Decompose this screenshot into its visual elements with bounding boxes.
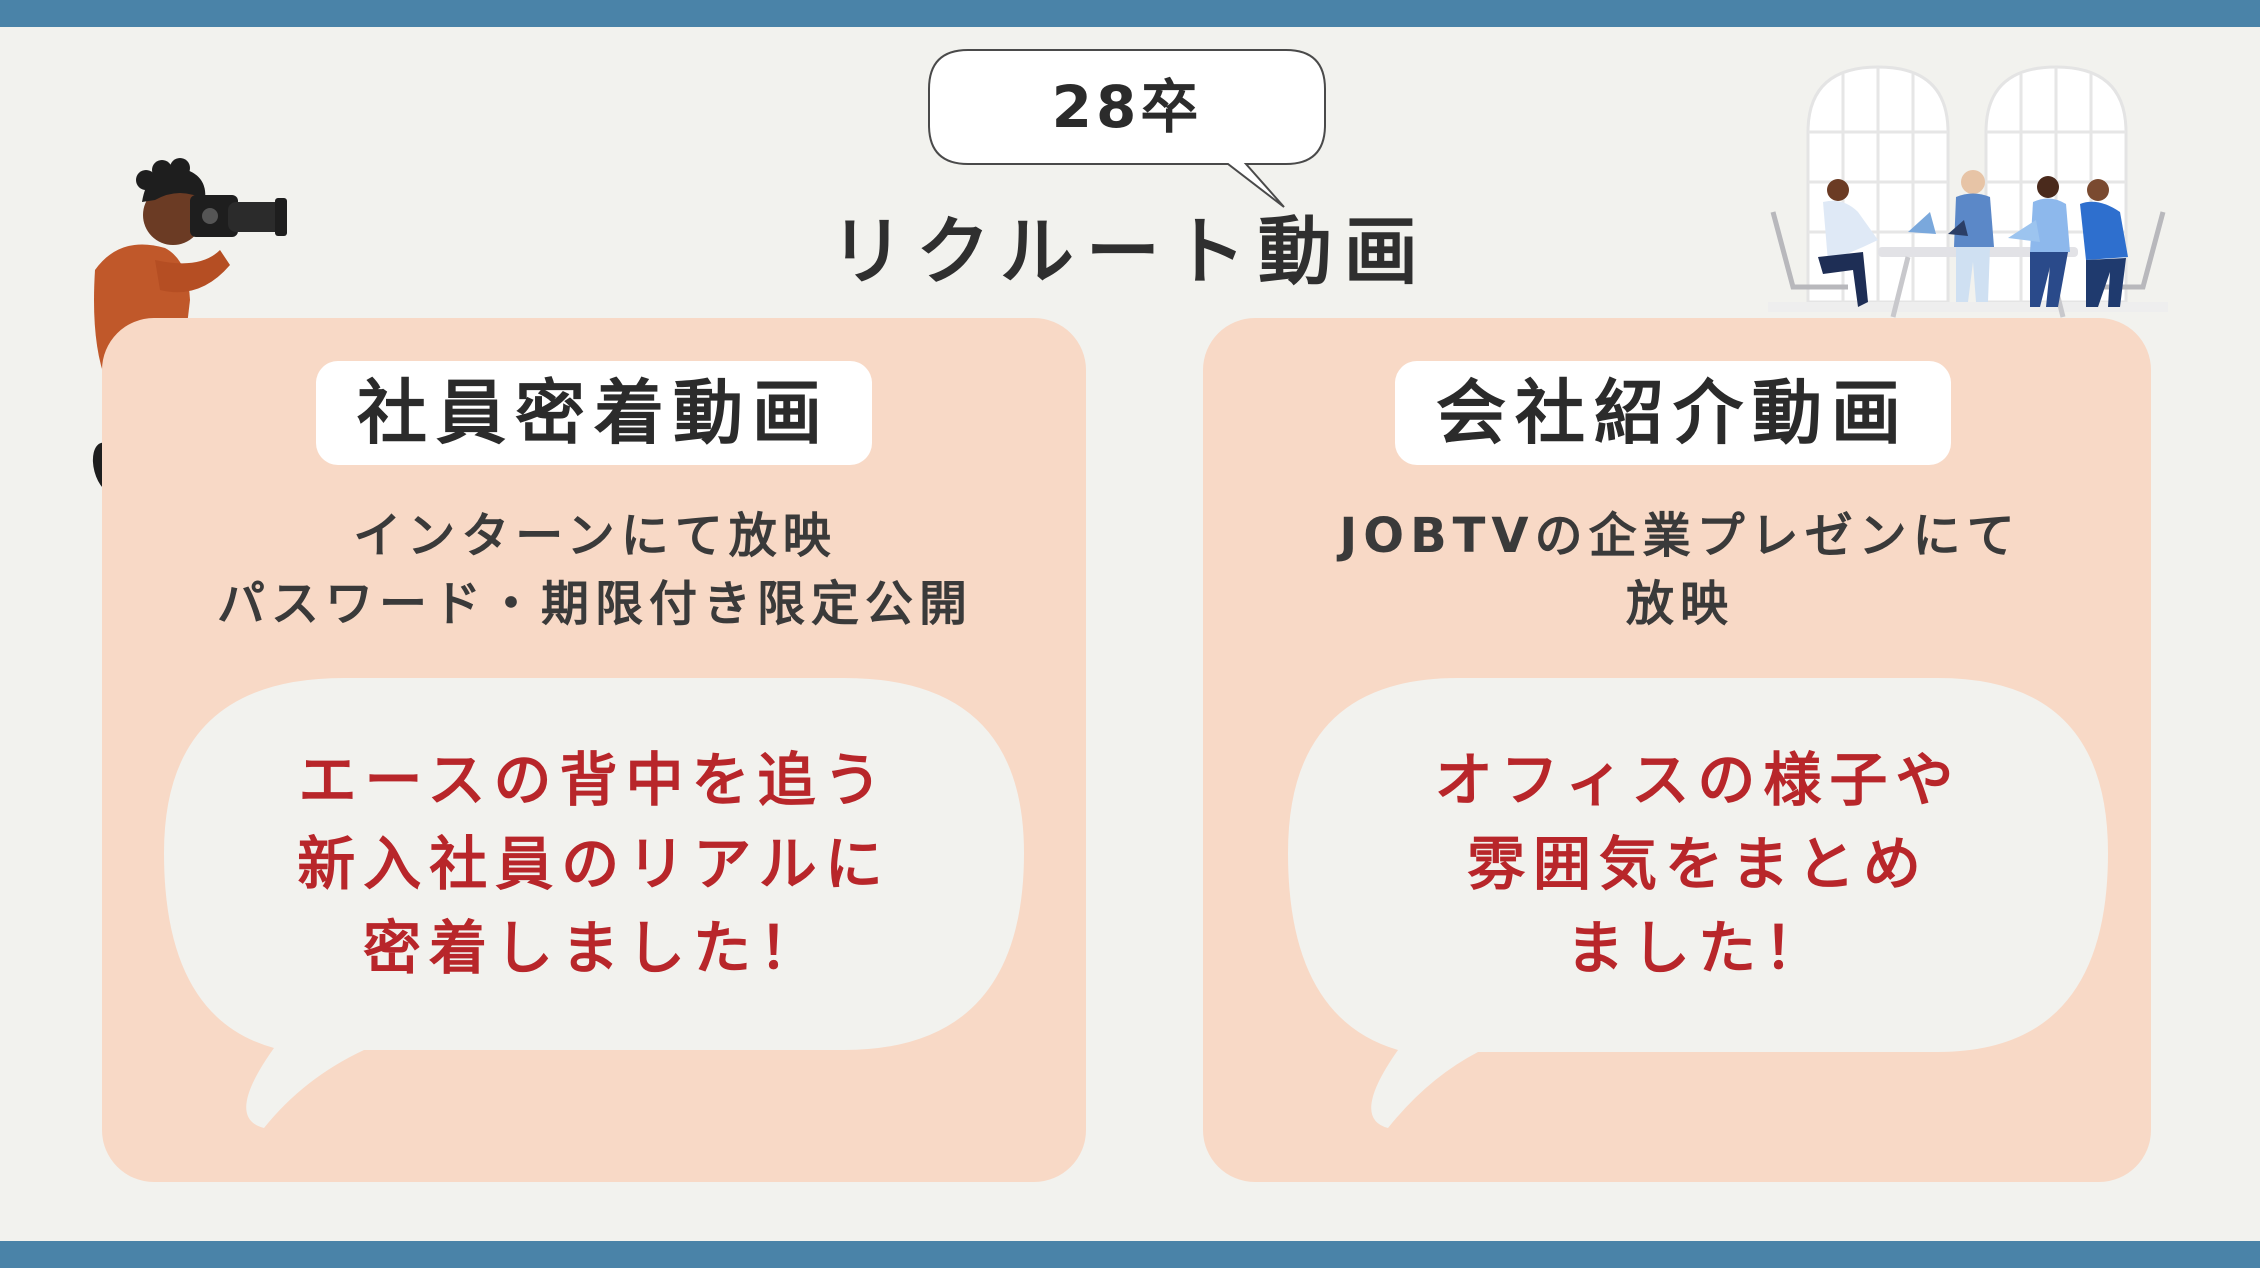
description-line: 放映 xyxy=(1625,576,1734,632)
description-line: パスワード・期限付き限定公開 xyxy=(216,576,973,632)
year-label: 28卒 xyxy=(1051,73,1203,141)
bubble-line: オフィスの様子や xyxy=(1434,746,1962,814)
bubble-line: エースの背中を追う xyxy=(298,746,890,814)
company-video-description: JOBTVの企業プレゼンにて 放映 xyxy=(1230,502,2130,638)
description-line: インターンにて放映 xyxy=(353,508,837,564)
bubble-line: 密着しました！ xyxy=(362,914,825,982)
top-band xyxy=(0,0,2260,27)
bubble-line: 雰囲気をまとめ xyxy=(1466,830,1929,898)
description-line: JOBTVの企業プレゼンにて xyxy=(1339,508,2021,564)
company-video-tag: 会社紹介動画 xyxy=(1395,361,1951,465)
bubble-line: ました！ xyxy=(1565,914,1830,982)
employee-video-speech-bubble: エースの背中を追う 新入社員のリアルに 密着しました！ xyxy=(164,678,1024,1128)
year-speech-bubble: 28卒 xyxy=(928,49,1326,208)
office-meeting-illustration xyxy=(1768,62,2178,352)
bubble-line: 新入社員のリアルに xyxy=(297,830,891,898)
page-title: リクルート動画 xyxy=(830,209,1430,295)
bottom-band xyxy=(0,1241,2260,1268)
employee-video-description: インターンにて放映 パスワード・期限付き限定公開 xyxy=(140,502,1050,638)
employee-video-tag: 社員密着動画 xyxy=(316,361,872,465)
company-video-speech-bubble: オフィスの様子や 雰囲気をまとめ ました！ xyxy=(1288,678,2108,1128)
